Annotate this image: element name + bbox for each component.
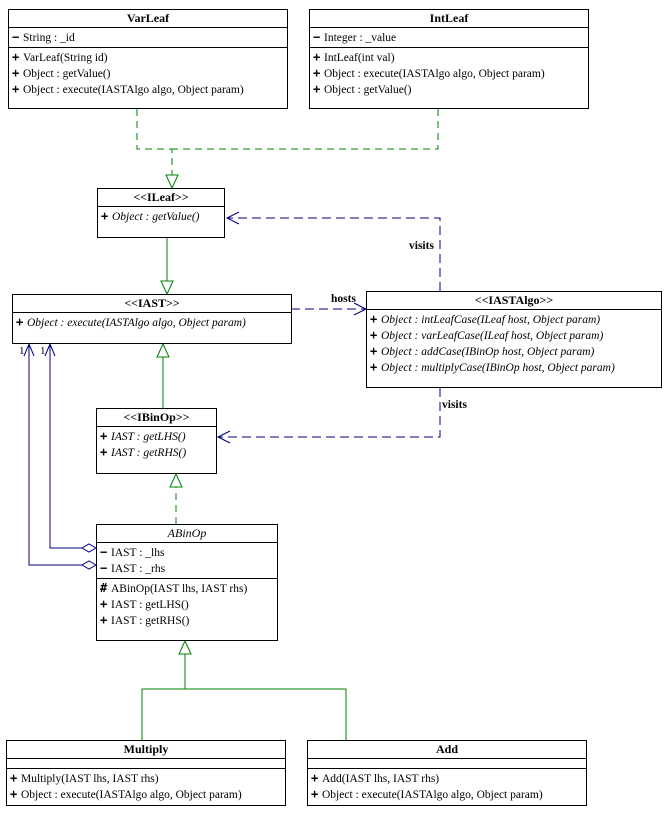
interface-ibinop-operations: +IAST : getLHS() +IAST : getRHS() [97, 427, 216, 462]
attribute-row: −IAST : _rhs [100, 561, 166, 575]
intleaf-realization-line [172, 109, 439, 150]
class-abinop-attributes: −IAST : _lhs −IAST : _rhs [97, 543, 277, 579]
operation-row: +IAST : getLHS() [100, 429, 186, 443]
class-add-operations: +Add(IAST lhs, IAST rhs) +Object : execu… [308, 769, 586, 804]
interface-iast-name: <<IAST>> [13, 295, 291, 313]
operation-row: +Object : addCase(IBinOp host, Object pa… [370, 344, 595, 358]
operation-row: +Object : varLeafCase(ILeaf host, Object… [370, 328, 604, 342]
class-add-name: Add [308, 741, 586, 759]
operation-row: +Object : execute(IASTAlgo algo, Object … [10, 787, 242, 801]
interface-ibinop[interactable]: <<IBinOp>> +IAST : getLHS() +IAST : getR… [96, 408, 217, 474]
attribute-row: −String : _id [12, 30, 75, 44]
varleaf-realization-line [136, 109, 173, 175]
lhs-aggregation-arrowhead [44, 342, 56, 357]
operation-row: +IAST : getLHS() [100, 597, 189, 611]
abinop-generalization-arrowhead [178, 639, 192, 655]
multiply-generalization-line [141, 654, 186, 740]
class-multiply[interactable]: Multiply +Multiply(IAST lhs, IAST rhs) +… [6, 740, 286, 806]
operation-row: +IAST : getRHS() [100, 613, 190, 627]
ibinop-realization-arrowhead [169, 472, 183, 488]
ileaf-realization-arrowhead [165, 174, 179, 190]
multiplicity-rhs: 1 [19, 345, 25, 357]
interface-iast[interactable]: <<IAST>> +Object : execute(IASTAlgo algo… [12, 294, 292, 344]
operation-row: +Object : execute(IASTAlgo algo, Object … [16, 315, 246, 329]
operation-row: +Object : getValue() [313, 82, 412, 96]
interface-iast-operations: +Object : execute(IASTAlgo algo, Object … [13, 313, 291, 332]
add-generalization-line [185, 688, 347, 740]
class-add-attributes [308, 759, 586, 769]
operation-row: +Object : execute(IASTAlgo algo, Object … [313, 66, 545, 80]
class-abinop-name: ABinOp [97, 525, 277, 543]
hosts-label: hosts [331, 293, 356, 305]
class-multiply-operations: +Multiply(IAST lhs, IAST rhs) +Object : … [7, 769, 285, 804]
class-varleaf-attributes: −String : _id [9, 28, 287, 48]
class-intleaf-attributes: −Integer : _value [310, 28, 588, 48]
interface-iastalgo-operations: +Object : intLeafCase(ILeaf host, Object… [367, 310, 661, 377]
interface-ibinop-name: <<IBinOp>> [97, 409, 216, 427]
multiplicity-lhs: 1 [40, 345, 46, 357]
interface-ileaf-name: <<ILeaf>> [98, 189, 224, 207]
operation-row: +Object : execute(IASTAlgo algo, Object … [12, 82, 244, 96]
rhs-aggregation-line [28, 344, 82, 566]
operation-row: +Multiply(IAST lhs, IAST rhs) [10, 771, 159, 785]
visits-label-ileaf: visits [409, 240, 434, 252]
interface-ileaf-operations: +Object : getValue() [98, 207, 224, 226]
rhs-aggregation-arrowhead [23, 342, 35, 357]
class-varleaf[interactable]: VarLeaf −String : _id +VarLeaf(String id… [8, 9, 288, 109]
operation-row: +Object : getValue() [12, 66, 111, 80]
class-intleaf[interactable]: IntLeaf −Integer : _value +IntLeaf(int v… [309, 9, 589, 109]
class-abinop-operations: #ABinOp(IAST lhs, IAST rhs) +IAST : getL… [97, 579, 277, 630]
visits-ibinop-line [218, 388, 441, 438]
attribute-row: −IAST : _lhs [100, 545, 165, 559]
attribute-row: −Integer : _value [313, 30, 397, 44]
operation-row: +VarLeaf(String id) [12, 50, 108, 64]
iast-generalization-arrowhead-2 [156, 342, 170, 358]
visits-ileaf-arrowhead [225, 211, 240, 225]
class-multiply-name: Multiply [7, 741, 285, 759]
operation-row: #ABinOp(IAST lhs, IAST rhs) [100, 581, 248, 595]
operation-row: +Object : execute(IASTAlgo algo, Object … [311, 787, 543, 801]
visits-label-ibinop: visits [442, 399, 467, 411]
class-abinop[interactable]: ABinOp −IAST : _lhs −IAST : _rhs #ABinOp… [96, 524, 278, 641]
lhs-aggregation-line [49, 344, 82, 549]
class-intleaf-operations: +IntLeaf(int val) +Object : execute(IAST… [310, 48, 588, 99]
interface-ileaf[interactable]: <<ILeaf>> +Object : getValue() [97, 188, 225, 238]
interface-iastalgo[interactable]: <<IASTAlgo>> +Object : intLeafCase(ILeaf… [366, 291, 662, 388]
class-add[interactable]: Add +Add(IAST lhs, IAST rhs) +Object : e… [307, 740, 587, 806]
class-multiply-attributes [7, 759, 285, 769]
operation-row: +Object : getValue() [101, 209, 200, 223]
operation-row: +IntLeaf(int val) [313, 50, 395, 64]
rhs-aggregation-diamond [80, 560, 98, 570]
class-varleaf-name: VarLeaf [9, 10, 287, 28]
interface-iastalgo-name: <<IASTAlgo>> [367, 292, 661, 310]
class-intleaf-name: IntLeaf [310, 10, 588, 28]
operation-row: +IAST : getRHS() [100, 445, 187, 459]
operation-row: +Object : multiplyCase(IBinOp host, Obje… [370, 360, 615, 374]
iast-generalization-arrowhead-1 [160, 280, 174, 296]
class-varleaf-operations: +VarLeaf(String id) +Object : getValue()… [9, 48, 287, 99]
operation-row: +Add(IAST lhs, IAST rhs) [311, 771, 440, 785]
visits-ileaf-line [227, 217, 441, 291]
visits-ibinop-arrowhead [216, 430, 231, 444]
lhs-aggregation-diamond [80, 543, 98, 553]
operation-row: +Object : intLeafCase(ILeaf host, Object… [370, 312, 601, 326]
